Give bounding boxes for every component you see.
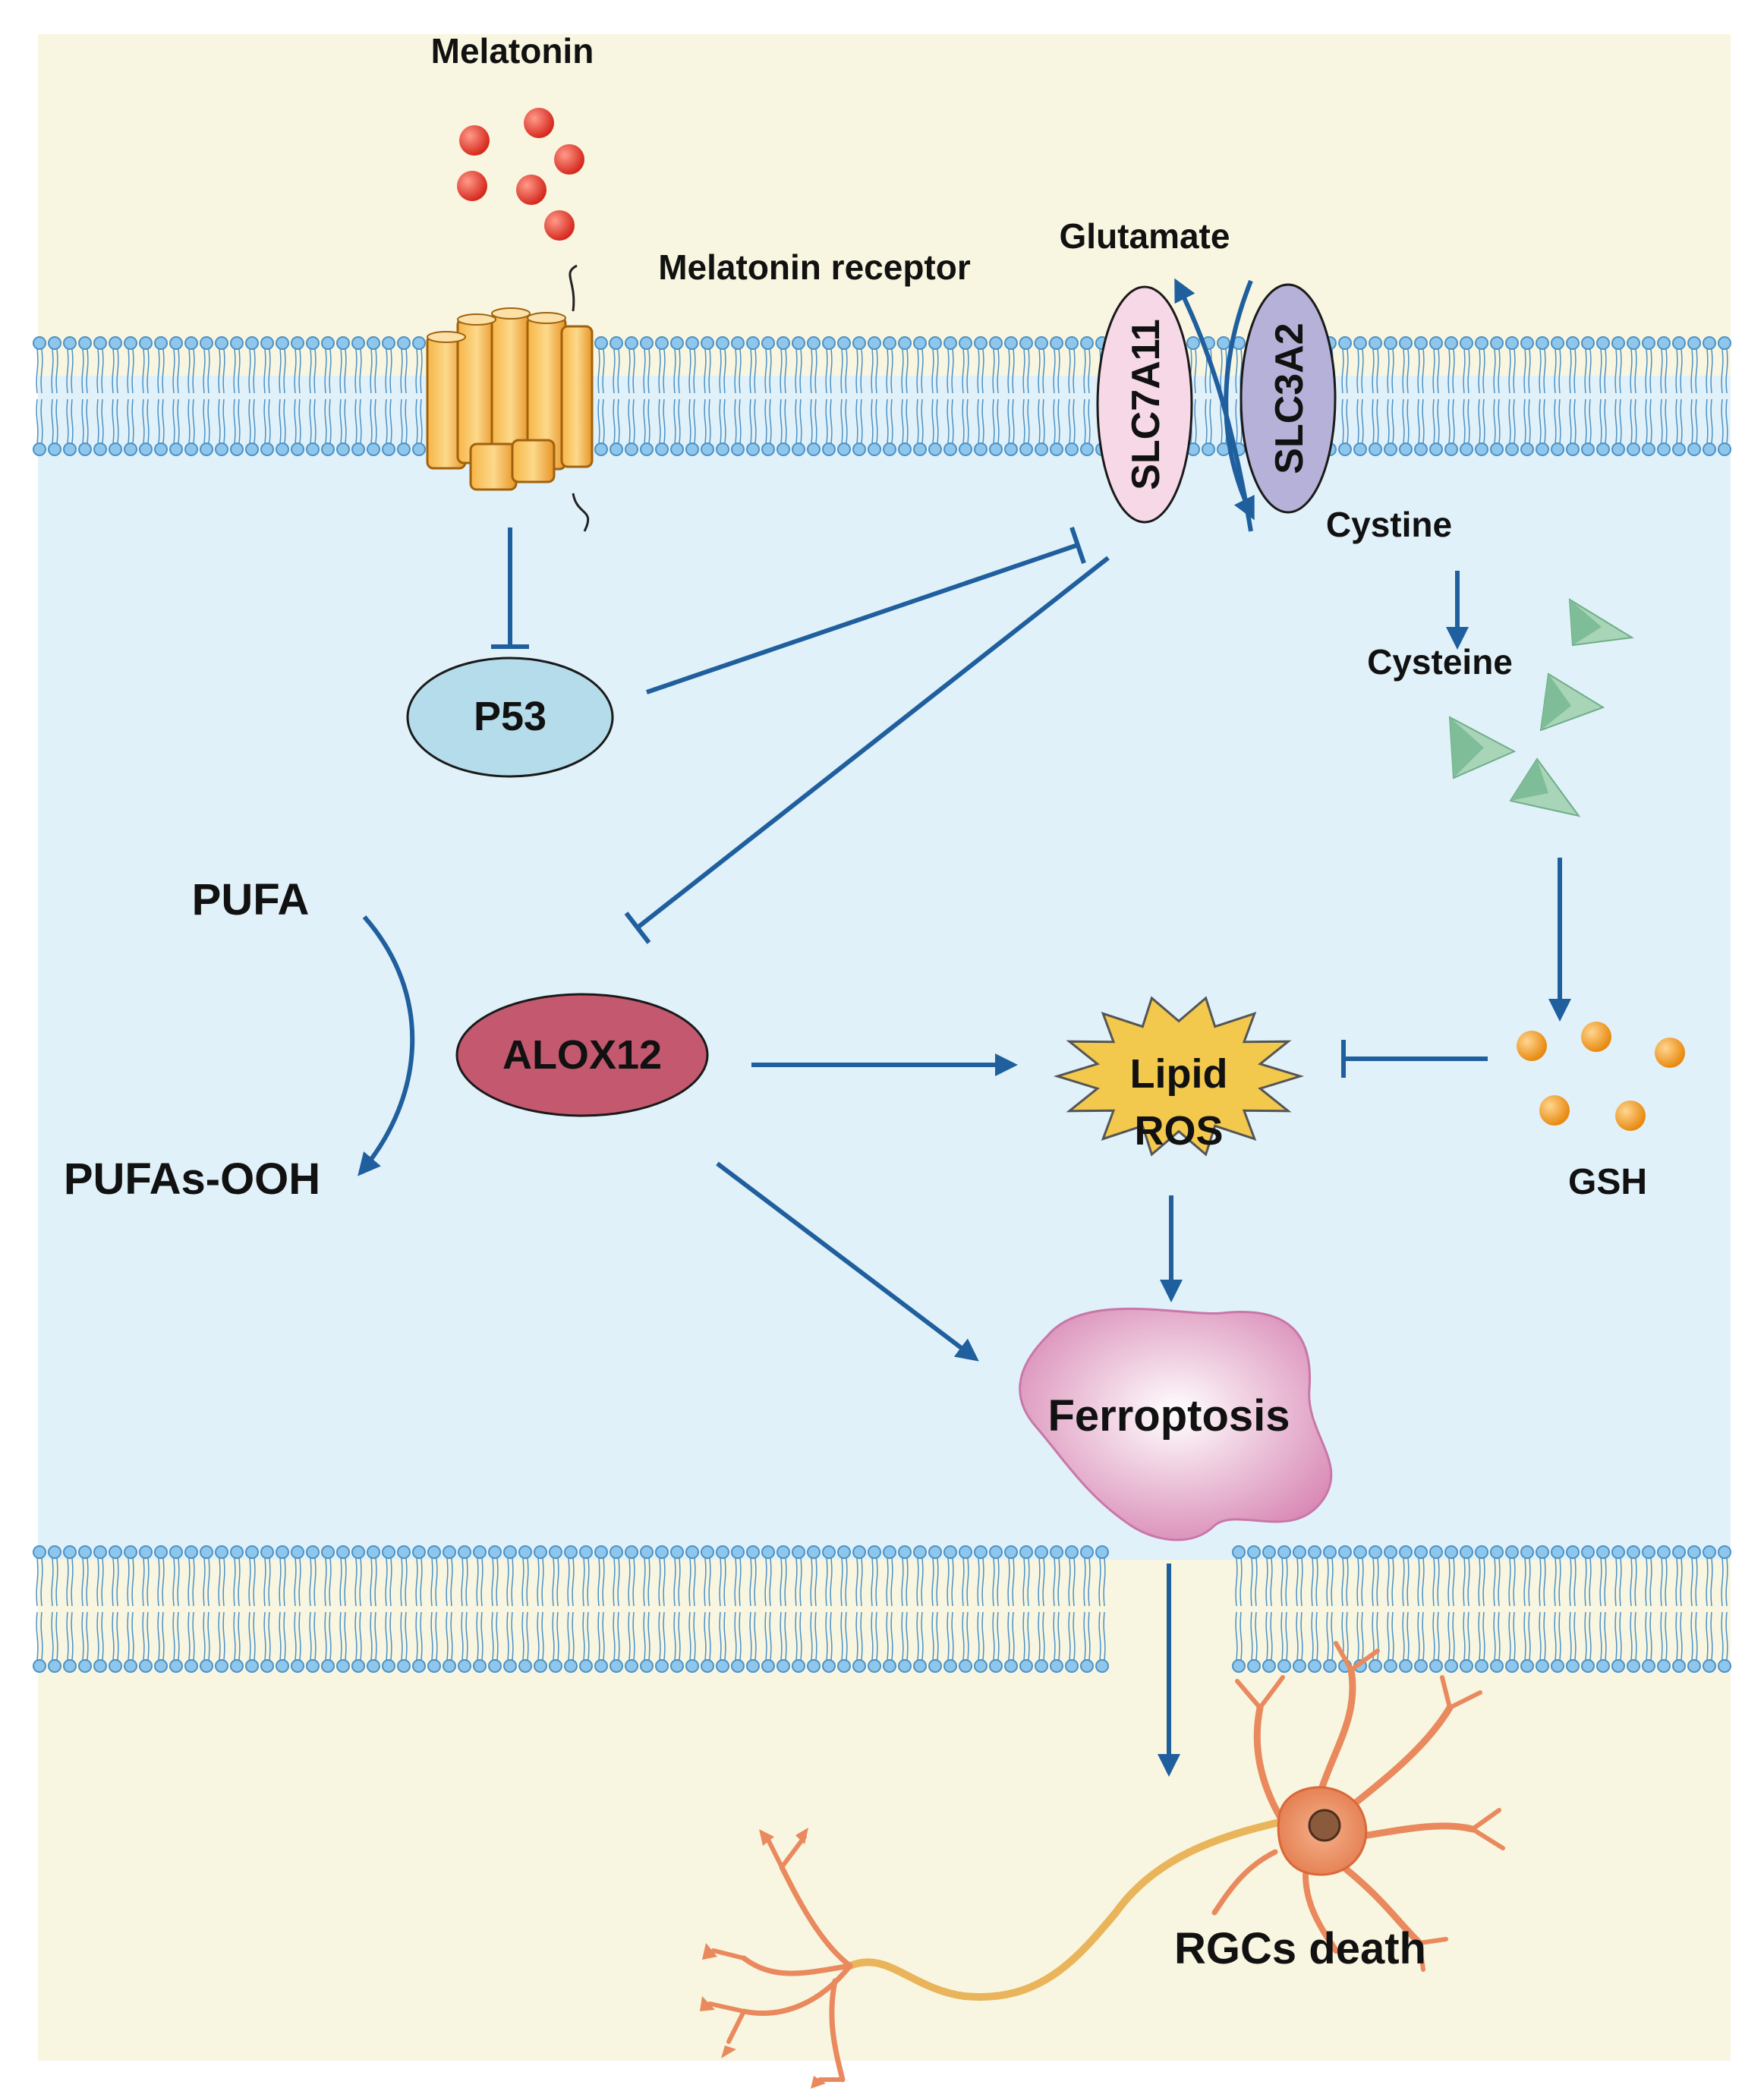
gsh-inhibits-lipid-ros xyxy=(1341,1040,1488,1078)
alox12-node xyxy=(455,993,709,1117)
pufas-ooh-label: PUFAs-OOH xyxy=(64,1154,320,1204)
ferroptosis-label: Ferroptosis xyxy=(1047,1391,1290,1441)
melatonin-dot xyxy=(457,171,487,201)
gsh-dot xyxy=(1517,1031,1547,1061)
cysteine-label: Cysteine xyxy=(1367,642,1513,682)
melatonin-dot xyxy=(554,144,584,175)
melatonin-dot xyxy=(524,108,554,138)
alox12-to-ferroptosis-arrow xyxy=(716,1161,979,1362)
melatonin-dot xyxy=(544,210,575,241)
slc7a11-inhibits-alox12 xyxy=(624,556,1110,944)
gsh-molecules xyxy=(1517,1022,1685,1131)
ferroptosis-blob xyxy=(1019,1307,1333,1541)
melatonin-molecules xyxy=(457,108,584,241)
receptor-inhibits-p53 xyxy=(491,527,529,649)
cystine-label: Cystine xyxy=(1326,505,1452,544)
lipid-ros-star xyxy=(1053,996,1305,1157)
retinal-ganglion-cell-icon xyxy=(707,1641,1505,2083)
cystine-import-arrow xyxy=(1224,279,1255,521)
slc3a2-label: SLC3A2 xyxy=(1268,323,1312,474)
pufa-label: PUFA xyxy=(192,875,310,924)
slc3a2-transporter xyxy=(1240,283,1337,514)
p53-inhibits-slc7a11 xyxy=(646,527,1086,694)
lipid-ros-label-line1: Lipid xyxy=(1130,1051,1228,1097)
pufa-oxidation-arrow xyxy=(358,915,415,1176)
gsh-dot xyxy=(1581,1022,1611,1052)
p53-label: P53 xyxy=(474,694,547,739)
melatonin-label: Melatonin xyxy=(431,31,594,71)
cell-membrane-bottom xyxy=(33,1545,1731,1673)
gsh-dot xyxy=(1615,1101,1646,1131)
p53-node xyxy=(406,657,614,778)
lipid-ros-label-line2: ROS xyxy=(1134,1108,1223,1154)
slc7a11-label: SLC7A11 xyxy=(1124,319,1168,490)
rgcs-death-label: RGCs death xyxy=(1174,1924,1426,1973)
gsh-dot xyxy=(1655,1038,1685,1068)
cytoplasm-background xyxy=(38,376,1731,1560)
slc7a11-transporter xyxy=(1096,285,1193,524)
glutamate-label: Glutamate xyxy=(1060,216,1230,256)
gsh-dot xyxy=(1539,1095,1570,1126)
cysteine-molecules xyxy=(1448,598,1634,817)
melatonin-dot xyxy=(459,125,490,156)
neuron-nucleus xyxy=(1308,1809,1341,1842)
melatonin-dot xyxy=(516,175,547,205)
melatonin-receptor xyxy=(426,264,594,532)
gsh-label: GSH xyxy=(1568,1162,1647,1202)
melatonin-receptor-label: Melatonin receptor xyxy=(658,247,971,287)
dendrite-tips xyxy=(700,1828,826,2089)
alox12-label: ALOX12 xyxy=(502,1032,662,1078)
